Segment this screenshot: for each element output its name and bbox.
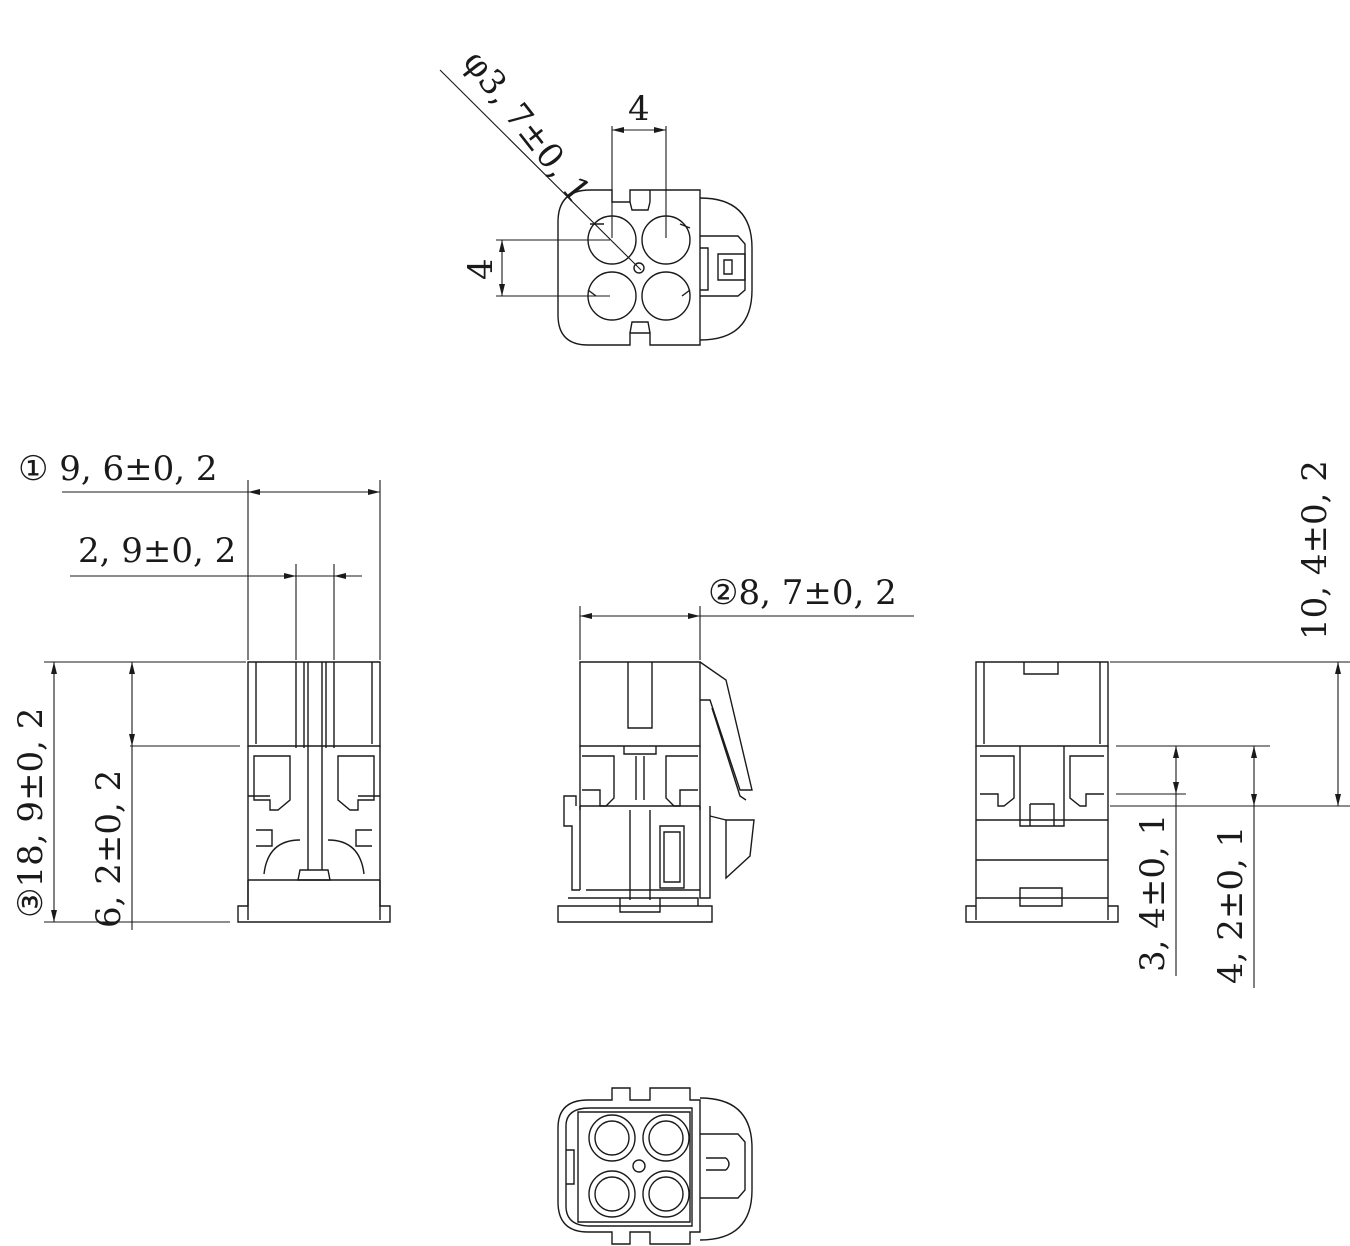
step-b-label: 4, 2±0, 1 bbox=[1211, 826, 1251, 984]
step-a-label: 3, 4±0, 1 bbox=[1133, 814, 1173, 972]
bottom-rear-view bbox=[557, 1087, 753, 1245]
middle-width-label: ②8, 7±0, 2 bbox=[708, 573, 897, 613]
right-upper-height-label: 10, 4±0, 2 bbox=[1295, 460, 1335, 640]
upper-height-label: 6, 2±0, 2 bbox=[89, 770, 129, 928]
top-front-view: 4 4 φ3, 7±0, 1 bbox=[439, 43, 753, 346]
middle-side-view: ②8, 7±0, 2 bbox=[557, 573, 914, 923]
right-side-view: 10, 4±0, 2 3, 4±0, 1 4, 2±0, 1 bbox=[965, 460, 1350, 988]
pitch-vertical-label: 4 bbox=[461, 258, 501, 280]
slot-width-label: 2, 9±0, 2 bbox=[78, 531, 236, 571]
width-dimension-label: ① 9, 6±0, 2 bbox=[18, 449, 218, 489]
total-height-label: ③18, 9±0, 2 bbox=[11, 708, 51, 918]
pitch-horizontal-label: 4 bbox=[628, 89, 650, 129]
left-side-view: ① 9, 6±0, 2 2, 9±0, 2 ③18, 9±0, 2 6, 2±0… bbox=[11, 449, 391, 930]
hole-diameter-label: φ3, 7±0, 1 bbox=[455, 43, 599, 211]
